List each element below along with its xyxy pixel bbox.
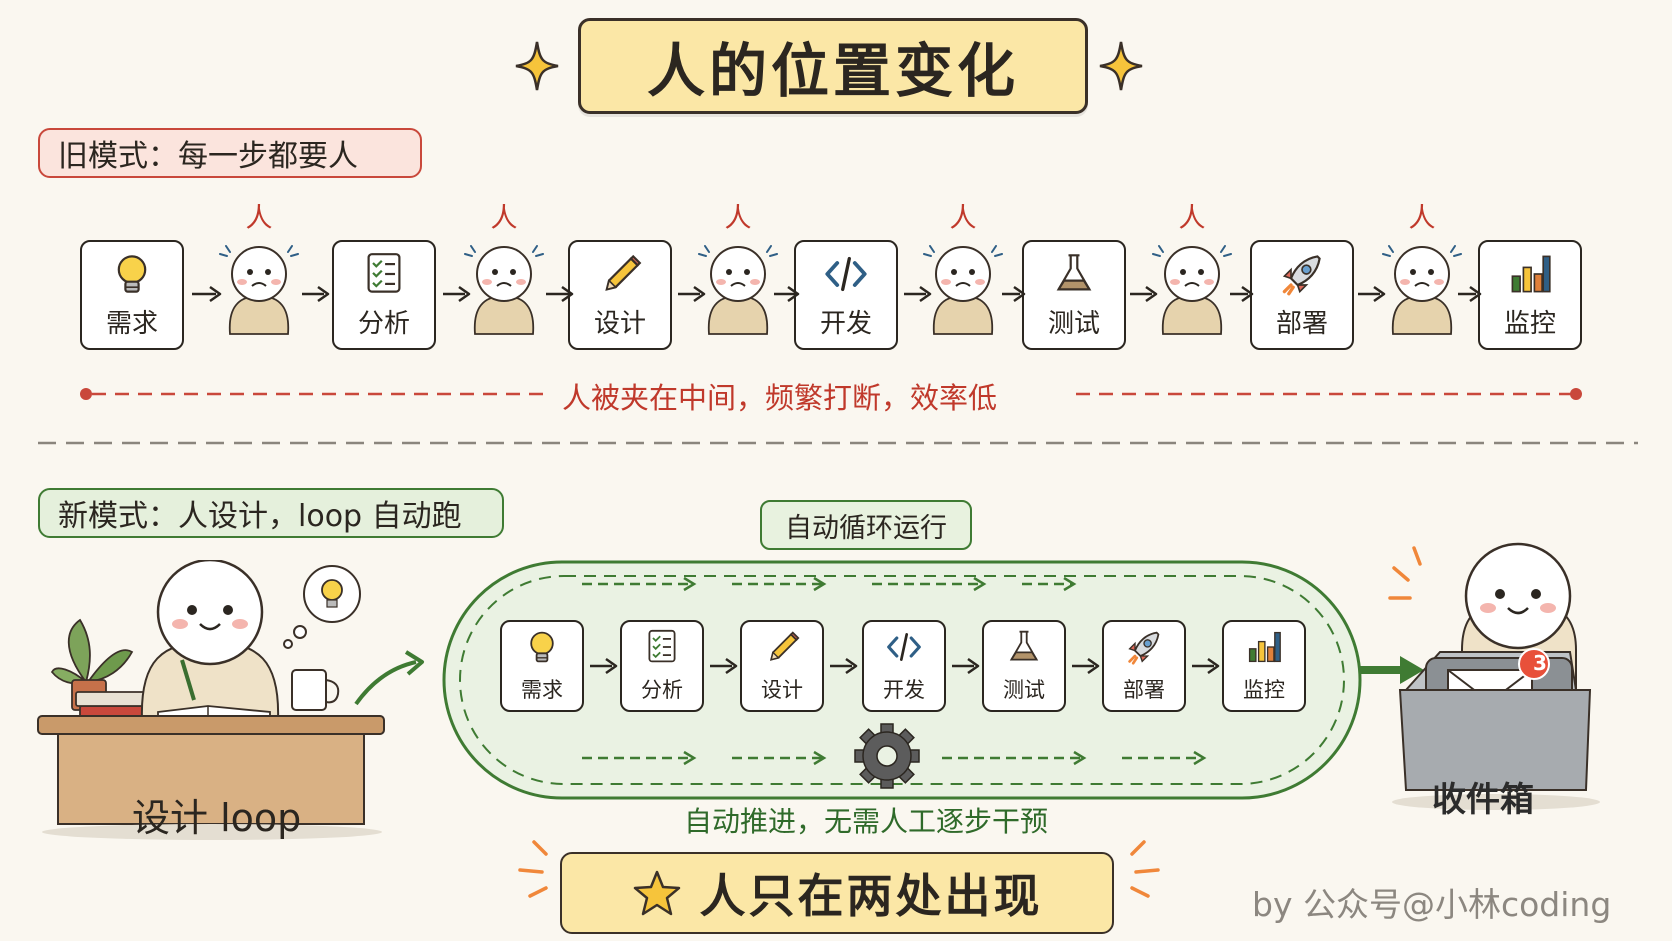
arrow-right-icon [1228, 284, 1254, 308]
loop-step-box: 部署 [1102, 620, 1186, 712]
arrow-right-icon [950, 656, 980, 680]
inbox-label: 收件箱 [1432, 780, 1534, 820]
checklist-icon [648, 629, 676, 663]
lightbulb-icon [117, 255, 147, 293]
rocket-icon [1128, 631, 1160, 665]
lightbulb-icon [530, 631, 554, 663]
arrow-into-loop-icon [354, 650, 424, 706]
burst-lines-icon [1130, 840, 1160, 898]
loop-step-label: 部署 [1123, 678, 1165, 702]
arrow-right-icon [1356, 284, 1386, 308]
desk-label: 设计 loop [132, 796, 302, 840]
arrow-right-icon [544, 284, 574, 308]
old-step-box: 设计 [568, 240, 672, 350]
old-mode-note: 人被夹在中间，频繁打断，效率低 [562, 381, 998, 415]
old-step-box: 分析 [332, 240, 436, 350]
old-step-label: 需求 [105, 309, 158, 339]
person-with-inbox [1388, 542, 1600, 810]
star-icon [633, 870, 680, 916]
loop-step-label: 开发 [883, 678, 925, 702]
arrow-right-icon [190, 284, 222, 308]
interrupted-person [922, 236, 1004, 340]
burst-lines-icon [518, 840, 548, 898]
flask-icon [1056, 254, 1092, 291]
bar-chart-icon [1248, 631, 1281, 663]
auto-note: 自动推进，无需人工逐步干预 [684, 805, 1049, 838]
loop-step-label: 测试 [1003, 678, 1045, 702]
loop-step-label: 监控 [1243, 678, 1285, 702]
old-step-label: 分析 [357, 309, 410, 339]
interrupted-person [697, 236, 779, 340]
arrow-right-icon [676, 284, 706, 308]
summary-text: 人只在两处出现 [699, 869, 1043, 923]
loop-label: 自动循环运行 [760, 500, 972, 550]
loop-step-box: 设计 [740, 620, 824, 712]
bar-chart-icon [1511, 255, 1551, 293]
arrow-right-icon [1070, 656, 1100, 680]
interrupted-person [1151, 236, 1233, 340]
arrow-right-icon [708, 656, 738, 680]
old-step-label: 部署 [1275, 309, 1328, 339]
arrow-to-inbox-icon [1360, 656, 1424, 684]
person-label: 人 [490, 203, 518, 234]
arrow-right-icon [1456, 284, 1482, 308]
new-mode-tag: 新模式：人设计，loop 自动跑 [38, 488, 504, 538]
old-step-label: 设计 [593, 309, 646, 339]
person-label: 人 [1178, 203, 1206, 234]
credit-text: by 公众号@小林coding [1252, 885, 1612, 924]
loop-step-label: 分析 [641, 678, 683, 702]
arrow-right-icon [588, 656, 618, 680]
old-step-label: 开发 [819, 309, 872, 339]
loop-step-label: 设计 [761, 678, 803, 702]
loop-step-box: 测试 [982, 620, 1066, 712]
person-label: 人 [245, 203, 273, 234]
old-step-box: 开发 [794, 240, 898, 350]
code-icon [887, 633, 921, 661]
loop-step-box: 开发 [862, 620, 946, 712]
interrupted-person [463, 236, 545, 340]
loop-step-box: 监控 [1222, 620, 1306, 712]
code-icon [825, 256, 867, 292]
page-title: 人的位置变化 [578, 18, 1088, 114]
summary-box: 人只在两处出现 [560, 852, 1114, 934]
designer-at-desk [37, 560, 385, 840]
arrow-right-icon [1000, 284, 1026, 308]
old-step-box: 测试 [1022, 240, 1126, 350]
sparkle-icon [515, 41, 559, 91]
loop-step-label: 需求 [521, 678, 563, 702]
pencil-icon [769, 631, 800, 661]
old-step-box: 监控 [1478, 240, 1582, 350]
arrow-right-icon [441, 284, 471, 308]
checklist-icon [367, 253, 401, 293]
interrupted-person [1381, 236, 1463, 340]
pencil-icon [605, 254, 642, 291]
old-mode-dashed-line [80, 388, 1582, 400]
person-label: 人 [724, 203, 752, 234]
person-label: 人 [949, 203, 977, 234]
loop-step-box: 分析 [620, 620, 704, 712]
old-step-label: 测试 [1047, 309, 1100, 339]
arrow-right-icon [1190, 656, 1220, 680]
arrow-right-icon [772, 284, 800, 308]
old-step-box: 需求 [80, 240, 184, 350]
arrow-right-icon [1128, 284, 1158, 308]
rocket-icon [1282, 255, 1321, 296]
arrow-right-icon [902, 284, 932, 308]
loop-step-box: 需求 [500, 620, 584, 712]
old-step-box: 部署 [1250, 240, 1354, 350]
old-mode-tag: 旧模式：每一步都要人 [38, 128, 422, 178]
inbox-badge: 3 [1533, 651, 1547, 675]
person-label: 人 [1408, 203, 1436, 234]
arrow-right-icon [300, 284, 330, 308]
sparkle-icon [1099, 41, 1143, 91]
arrow-right-icon [828, 656, 858, 680]
flask-icon [1009, 630, 1039, 661]
interrupted-person [218, 236, 300, 340]
section-divider [38, 441, 1638, 445]
old-step-label: 监控 [1503, 309, 1556, 339]
